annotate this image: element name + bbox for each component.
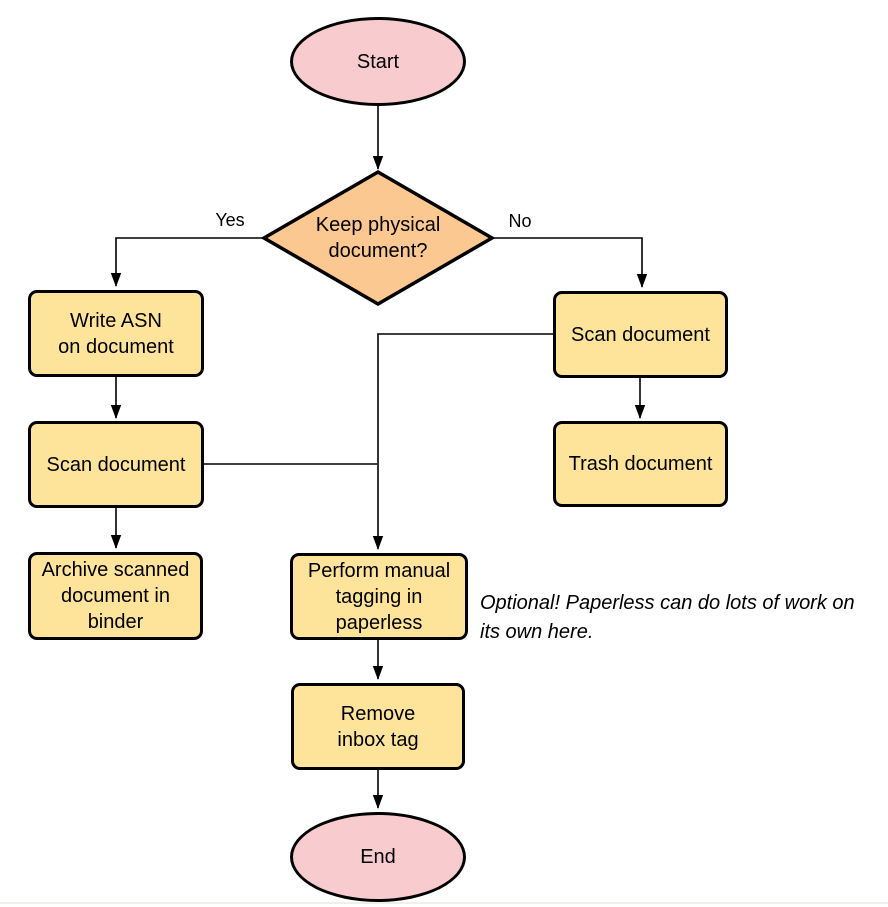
edge-scan-right-to-perform-tagging <box>372 333 553 550</box>
node-label-scan-document-right: Scan document <box>571 323 710 346</box>
node-label-archive-binder: Archive scanned document in binder <box>41 559 190 633</box>
node-label-end: End <box>360 846 396 868</box>
edge-label-no: No <box>508 211 532 231</box>
edge-decision-no-to-scan-right <box>492 237 648 288</box>
node-trash-document: Trash document <box>553 421 728 507</box>
annotation-optional-note: Optional! Paperless can do lots of work … <box>480 592 855 643</box>
node-label-trash-document: Trash document <box>568 453 713 475</box>
node-archive-binder: Archive scanned document in binder <box>28 552 203 640</box>
edge-label-yes: Yes <box>215 210 245 230</box>
node-scan-document-left: Scan document <box>28 421 204 508</box>
node-start: Start <box>290 17 466 106</box>
node-write-asn: Write ASN on document <box>28 290 204 377</box>
bottom-divider <box>0 902 888 904</box>
node-decision-label: Keep physical document? <box>315 214 441 262</box>
node-perform-tagging: Perform manual tagging in paperless <box>290 553 468 640</box>
node-label-write-asn: Write ASN on document <box>58 309 174 358</box>
node-label-scan-document-left: Scan document <box>46 453 186 476</box>
node-label-perform-tagging: Perform manual tagging in paperless <box>307 559 451 634</box>
node-label-start: Start <box>356 50 400 73</box>
node-end: End <box>290 812 466 902</box>
node-label-remove-inbox-tag: Remove inbox tag <box>337 702 419 751</box>
node-scan-document-right: Scan document <box>553 291 728 378</box>
node-remove-inbox-tag: Remove inbox tag <box>291 683 465 770</box>
edge-decision-yes-to-write-asn <box>110 237 264 287</box>
